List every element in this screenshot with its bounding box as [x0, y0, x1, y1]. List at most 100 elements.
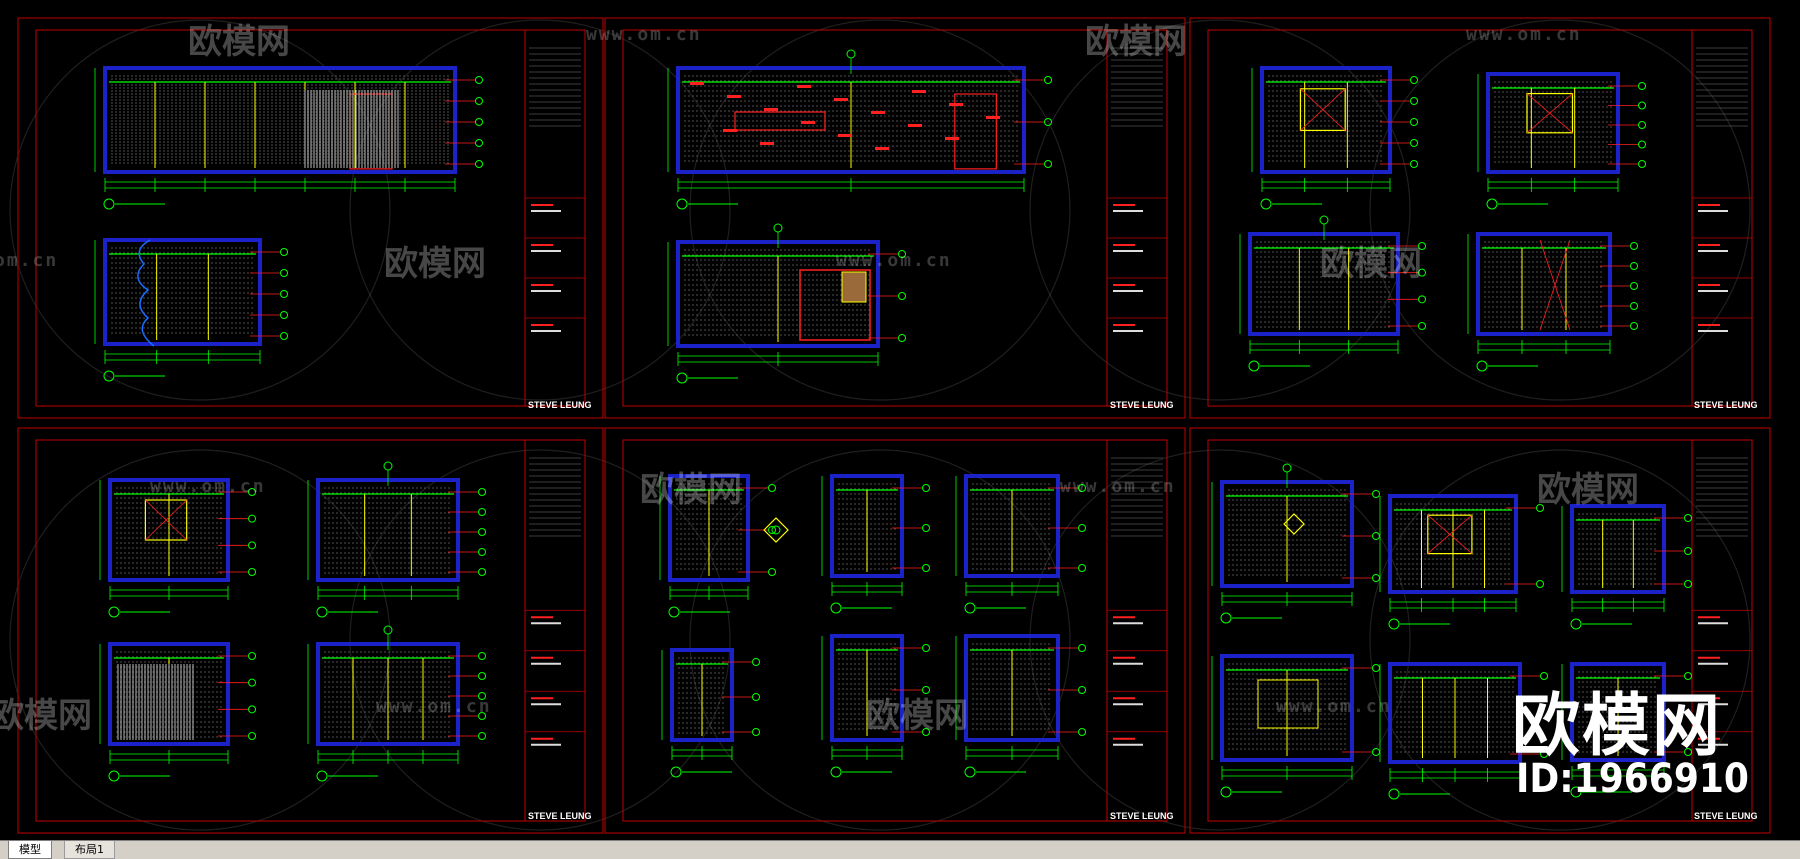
elevation-drawing	[94, 66, 483, 210]
elevation-tag	[830, 602, 842, 614]
callout-bubble	[898, 250, 906, 258]
titleblock-note	[1113, 250, 1143, 252]
sheet-outer-frame	[604, 17, 1186, 419]
titleblock-designer: STEVE LEUNG	[1694, 811, 1758, 821]
watermark-circle	[9, 449, 391, 831]
callout-bubble	[1684, 748, 1692, 756]
elevation-drawing	[821, 634, 930, 778]
callout-bubble	[752, 728, 760, 736]
callout-bubble	[475, 139, 483, 147]
callout-bubble	[478, 568, 486, 576]
sheet-inner-frame	[1207, 29, 1753, 407]
titleblock-note	[1113, 697, 1135, 700]
sheet-outer-frame	[17, 17, 604, 419]
titleblock-designer: STEVE LEUNG	[528, 400, 592, 410]
watermark-brand: 欧模网	[1320, 244, 1422, 284]
callout-bubble	[922, 484, 930, 492]
section-marker	[1319, 215, 1329, 225]
callout-bubble	[1638, 82, 1646, 90]
callout-bubble	[478, 672, 486, 680]
stone-vein	[727, 95, 741, 98]
artwork-diagonal	[1300, 88, 1346, 131]
elevation-drawing	[1211, 654, 1380, 798]
elevation-drawing	[1379, 494, 1544, 630]
callout-bubble	[1078, 484, 1086, 492]
watermark-url: www.om.cn	[376, 696, 492, 717]
wall-outline	[964, 474, 1060, 578]
elevation-tag	[108, 606, 120, 618]
cad-drawing-canvas[interactable]	[0, 0, 1800, 840]
cabinet	[799, 269, 871, 341]
callout-bubble	[478, 652, 486, 660]
callout-bubble	[1078, 686, 1086, 694]
watermark-url: www.om.cn	[150, 476, 266, 497]
callout-bubble	[1372, 574, 1380, 582]
watermark-circle	[9, 19, 391, 401]
callout-bubble	[1372, 664, 1380, 672]
titleblock-note	[531, 244, 553, 246]
callout-bubble	[898, 292, 906, 300]
callout-bubble	[1372, 748, 1380, 756]
stone-vein	[690, 82, 704, 85]
elevation-tag	[103, 198, 115, 210]
callout-bubble	[1410, 97, 1418, 105]
elevation-drawing	[1239, 215, 1426, 372]
elevation-drawing	[1477, 72, 1646, 210]
callout-bubble	[1630, 242, 1638, 250]
callout-bubble	[1630, 282, 1638, 290]
sheet-outer-frame	[604, 427, 1186, 834]
tab-layout1[interactable]: 布局1	[64, 841, 115, 859]
stone-vein	[875, 147, 889, 150]
titleblock-note	[531, 703, 561, 706]
callout-bubble	[478, 508, 486, 516]
callout-bubble	[752, 658, 760, 666]
titleblock-note	[1698, 697, 1720, 700]
callout-bubble	[1630, 262, 1638, 270]
callout-bubble	[1638, 121, 1646, 129]
artwork-frame	[1299, 88, 1346, 132]
callout-bubble	[248, 514, 256, 523]
titleblock-note	[1698, 662, 1728, 665]
titleblock-note	[1698, 250, 1728, 252]
callout-bubble	[475, 76, 483, 84]
titleblock-note	[1698, 656, 1720, 659]
titleblock-note	[1113, 210, 1143, 212]
watermark-brand: 欧模网	[640, 470, 742, 510]
stone-vein	[723, 129, 737, 132]
elevation-drawing	[307, 461, 486, 618]
watermark-brand: 欧模网	[188, 22, 290, 62]
callout-bubble	[922, 686, 930, 694]
watermark-circle	[1369, 19, 1751, 401]
titleblock-note	[531, 250, 561, 252]
sheet-outer-frame	[17, 427, 604, 834]
wall-outline	[830, 474, 904, 578]
titleblock-note	[1113, 703, 1143, 706]
titleblock-note	[531, 737, 553, 740]
sheet-inner-frame	[622, 439, 1168, 822]
titleblock-note	[1698, 324, 1720, 326]
bed-outline	[1257, 679, 1319, 729]
callout-bubble	[478, 712, 486, 720]
wall-outline	[1570, 662, 1666, 762]
elevation-drawing	[1561, 662, 1692, 798]
callout-bubble	[922, 728, 930, 736]
callout-bubble	[280, 269, 288, 277]
callout-bubble	[1418, 322, 1426, 330]
tab-model[interactable]: 模型	[8, 841, 52, 859]
wall-outline	[668, 474, 750, 582]
stone-vein	[912, 90, 926, 93]
callout-bubble	[1684, 672, 1692, 680]
watermark-url: om.cn	[0, 250, 59, 271]
callout-bubble	[1044, 160, 1052, 168]
cad-model-space[interactable]: 欧模网 欧模网 欧模网 欧模网 欧模网 欧模网 欧模网 欧模网 www.om.c…	[0, 0, 1800, 840]
elevation-drawing	[1211, 463, 1380, 624]
stone-vein	[764, 108, 778, 111]
callout-bubble	[1684, 547, 1692, 555]
wall-outline	[1388, 662, 1522, 764]
titleblock-designer: STEVE LEUNG	[528, 811, 592, 821]
section-marker	[846, 49, 856, 59]
callout-bubble	[922, 644, 930, 652]
watermark-brand: 欧模网	[1537, 470, 1639, 510]
stone-vein	[834, 98, 848, 101]
elevation-tag	[1248, 360, 1260, 372]
